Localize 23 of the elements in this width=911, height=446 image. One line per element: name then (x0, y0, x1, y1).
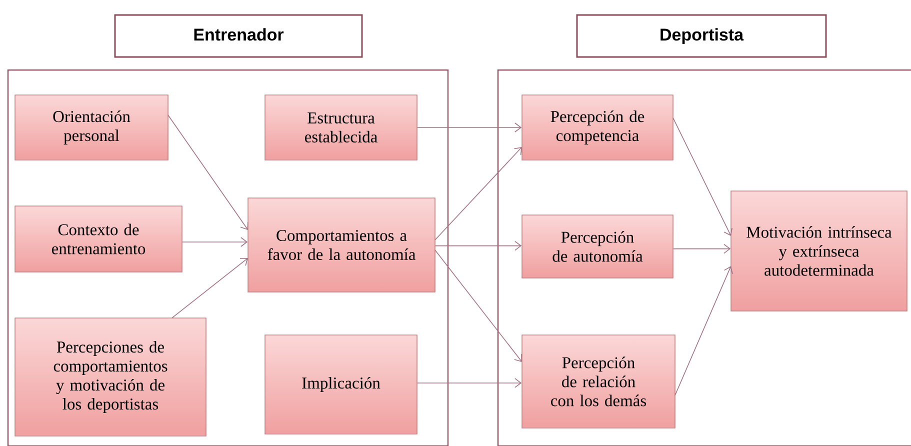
arrow (417, 122, 522, 132)
arrow (434, 147, 522, 240)
arrow (172, 258, 248, 318)
arrow (672, 117, 732, 236)
process-box: Motivación intrínseca y extrínseca autodeterminada (730, 190, 908, 312)
process-box: Percepción de autonomía (522, 214, 674, 278)
process-box: Contexto de entrenamiento (14, 206, 182, 272)
arrow (673, 244, 731, 254)
node-label: Entrenador (194, 28, 284, 41)
arrow (417, 378, 522, 388)
process-box: Implicación (264, 334, 418, 434)
arrow (182, 237, 248, 247)
process-box: Orientación personal (14, 94, 168, 160)
process-box: Comportamientos a favor de la autonomía (248, 198, 436, 292)
process-box: Percepciones de comportamientos y motivación de los deportistas (14, 318, 206, 436)
process-box: Percepción de competencia (522, 94, 674, 160)
arrow (674, 266, 733, 396)
process-box: Percepción de relación con los demás (522, 334, 676, 428)
arrow (168, 114, 248, 230)
arrow (434, 250, 522, 362)
arrow (435, 240, 522, 251)
node-label: Deportista (660, 28, 744, 44)
process-box: Estructura establecida (264, 94, 418, 160)
